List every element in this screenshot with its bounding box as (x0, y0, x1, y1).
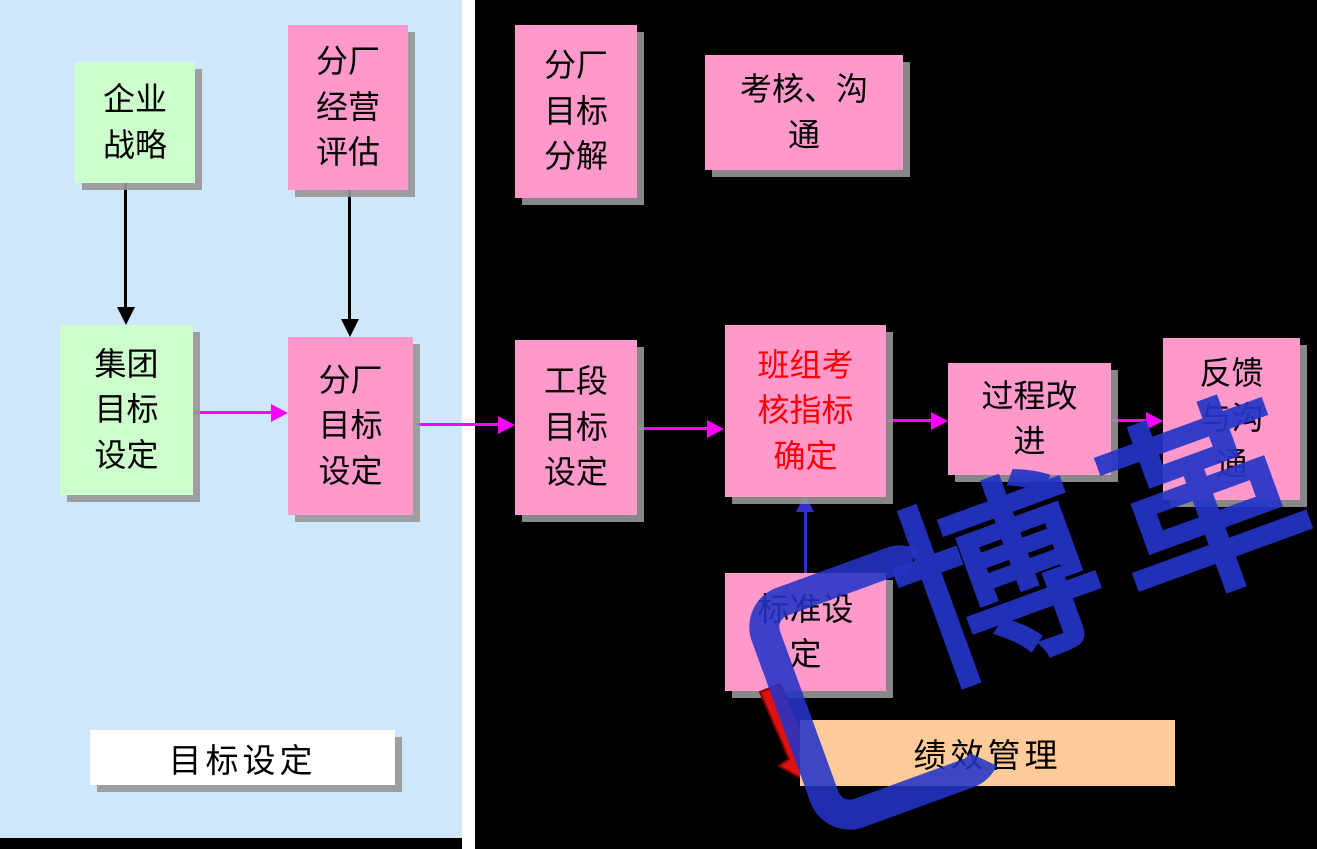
node-process-improvement-text: 过程改 进 (981, 377, 1078, 459)
node-standard-setting-text: 标准设 定 (757, 590, 854, 672)
goal-setting-label-text: 目标设定 (168, 743, 317, 780)
node-assessment-communication: 考核、沟 通 (705, 55, 903, 170)
node-assessment-communication-text: 考核、沟 通 (739, 71, 868, 153)
node-branch-goal-setting: 分厂 目标 设定 (288, 337, 413, 515)
arrow-evaluation-to-branch-head (341, 319, 359, 337)
arrow-evaluation-to-branch-line (348, 190, 351, 321)
arrow-process-to-feedback-head (1146, 412, 1163, 430)
performance-management-label: 绩效管理 (800, 720, 1175, 786)
arrow-branch-to-section-line (415, 423, 498, 426)
node-group-goal-setting-text: 集团 目标 设定 (94, 345, 159, 473)
arrow-team-to-process-head (931, 412, 948, 430)
arrow-group-to-branch-head (271, 404, 288, 422)
node-branch-goal-setting-text: 分厂 目标 设定 (318, 361, 383, 489)
node-team-assessment-indicator-text: 班组考 核指标 确定 (757, 346, 854, 474)
node-branch-operation-evaluation: 分厂 经营 评估 (288, 25, 408, 190)
performance-management-label-text: 绩效管理 (913, 739, 1062, 775)
arrow-section-to-team-head (707, 420, 724, 438)
node-feedback-communication: 反馈 与沟 通 (1163, 338, 1300, 500)
arrow-process-to-feedback-line (1112, 419, 1146, 422)
node-feedback-communication-text: 反馈 与沟 通 (1199, 354, 1264, 482)
arrow-branch-to-section-head (498, 416, 515, 434)
arrow-standard-to-team-line (804, 510, 807, 574)
node-enterprise-strategy: 企业 战略 (75, 62, 195, 183)
arrow-section-to-team-line (638, 427, 707, 430)
node-section-goal-setting-text: 工段 目标 设定 (543, 363, 608, 491)
node-group-goal-setting: 集团 目标 设定 (60, 325, 193, 495)
node-process-improvement: 过程改 进 (948, 363, 1111, 475)
node-branch-goal-decomposition: 分厂 目标 分解 (515, 25, 637, 198)
node-section-goal-setting: 工段 目标 设定 (515, 340, 637, 515)
arrow-team-to-process-line (888, 419, 931, 422)
node-branch-operation-evaluation-text: 分厂 经营 评估 (315, 43, 380, 171)
arrow-group-to-branch-line (194, 411, 271, 414)
node-team-assessment-indicator: 班组考 核指标 确定 (725, 325, 886, 497)
arrow-strategy-to-group-head (117, 307, 135, 325)
goal-setting-label: 目标设定 (90, 730, 395, 785)
node-branch-goal-decomposition-text: 分厂 目标 分解 (543, 47, 608, 175)
arrow-strategy-to-group-line (124, 183, 127, 309)
node-enterprise-strategy-text: 企业 战略 (102, 81, 167, 163)
arrow-standard-to-team-head (796, 495, 814, 512)
node-standard-setting: 标准设 定 (725, 573, 886, 691)
